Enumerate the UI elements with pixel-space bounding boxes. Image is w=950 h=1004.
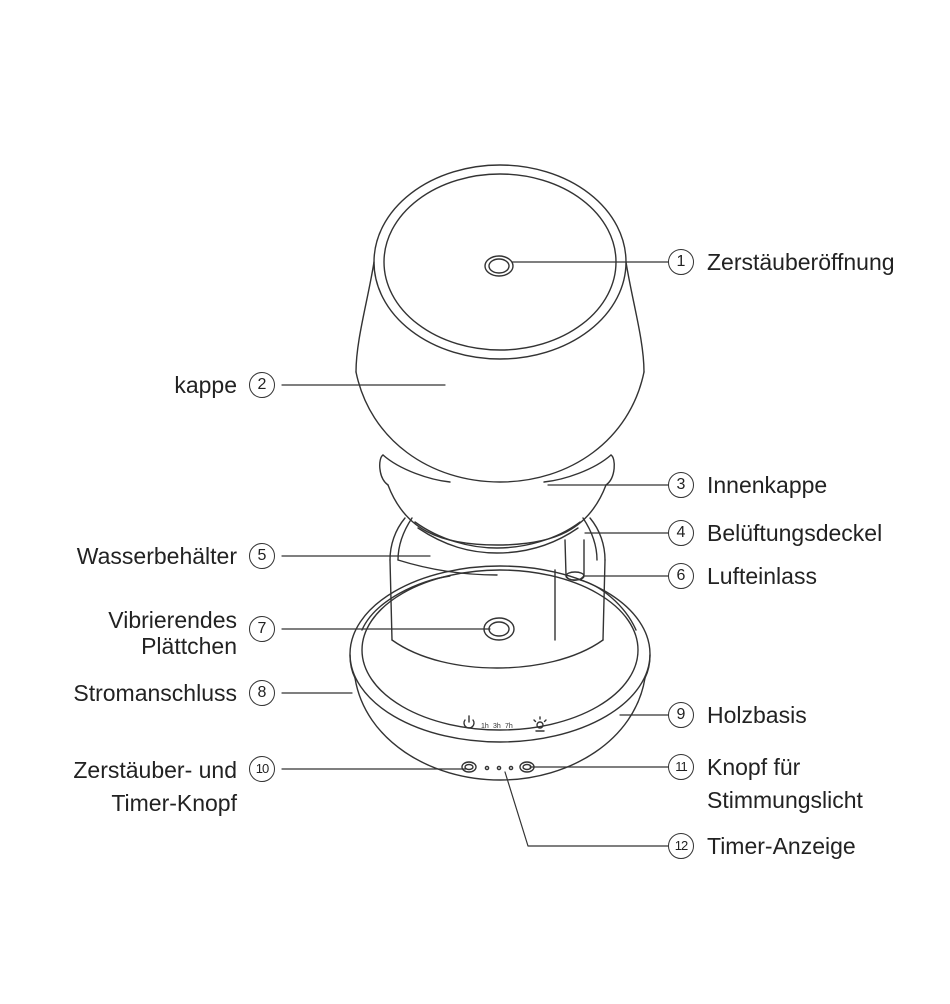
part-label-10-line2: Timer-Knopf [111, 789, 237, 817]
part-label-5: Wasserbehälter [77, 542, 237, 570]
cap-drawing [356, 165, 644, 482]
timer-3h-text: 3h [493, 723, 501, 730]
timer-1h-text: 1h [481, 723, 489, 730]
wood-base-drawing [350, 566, 650, 780]
part-number-2: 2 [249, 372, 275, 398]
part-label-8: Stromanschluss [73, 679, 237, 707]
part-label-9: Holzbasis [707, 701, 807, 729]
part-label-6: Lufteinlass [707, 562, 817, 590]
part-number-9: 9 [668, 702, 694, 728]
part-number-12: 12 [668, 833, 694, 859]
leader-12 [505, 772, 668, 846]
part-number-8: 8 [249, 680, 275, 706]
part-label-1: Zerstäuberöffnung [707, 248, 895, 276]
part-number-5: 5 [249, 543, 275, 569]
part-number-3: 3 [668, 472, 694, 498]
part-label-4: Belüftungsdeckel [707, 519, 882, 547]
leader-lines [282, 262, 668, 846]
water-tank-drawing [390, 518, 605, 668]
part-label-12: Timer-Anzeige [707, 832, 856, 860]
part-label-11-line2: Stimmungslicht [707, 786, 863, 814]
part-label-7-line2: Plättchen [141, 632, 237, 660]
part-number-4: 4 [668, 520, 694, 546]
part-label-10-line1: Zerstäuber- und [73, 756, 237, 784]
part-number-11: 11 [668, 754, 694, 780]
timer-7h-text: 7h [505, 723, 513, 730]
part-label-2: kappe [174, 371, 237, 399]
part-number-7: 7 [249, 616, 275, 642]
inner-cap-drawing [380, 455, 615, 545]
part-number-10: 10 [249, 756, 275, 782]
part-label-7-line1: Vibrierendes [108, 606, 237, 634]
part-number-6: 6 [668, 563, 694, 589]
part-label-11-line1: Knopf für [707, 753, 800, 781]
part-number-1: 1 [668, 249, 694, 275]
part-label-3: Innenkappe [707, 471, 827, 499]
vent-lid-drawing [415, 522, 584, 580]
